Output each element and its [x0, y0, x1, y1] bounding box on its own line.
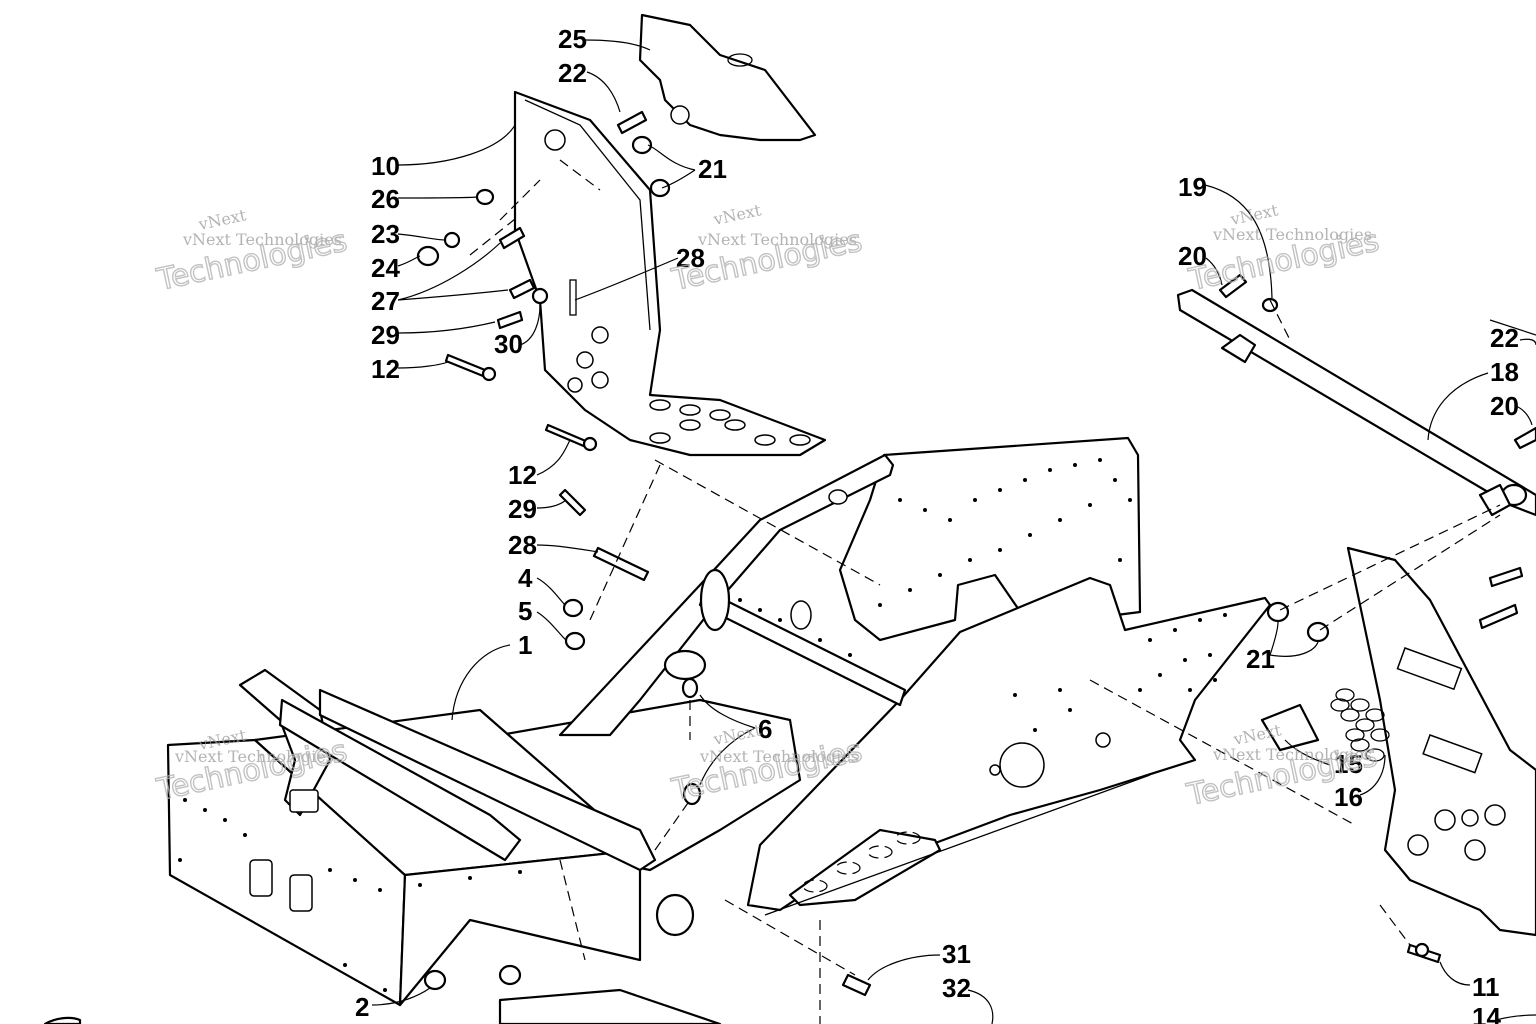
callout-1: 1: [518, 630, 532, 660]
steering-cover: [638, 13, 817, 142]
mesh-screen: [1330, 688, 1390, 762]
callout-12: 12: [371, 354, 400, 384]
callout-14: 14: [1472, 1002, 1501, 1024]
callout-18: 18: [1490, 357, 1519, 387]
callout-25: 25: [558, 24, 587, 54]
callout-labels: 25 22 10 21 26 23 24 28 27 29 30 12 12 2…: [355, 24, 1519, 1024]
callout-23: 23: [371, 219, 400, 249]
callout-4: 4: [518, 563, 533, 593]
callout-28: 28: [676, 243, 705, 273]
assembly-lines: [559, 299, 1501, 1024]
watermark-small: vNext: [711, 200, 763, 229]
watermark-text: vNext Technologies: [697, 230, 857, 249]
callout-10: 10: [371, 151, 400, 181]
callout-21: 21: [1246, 644, 1275, 674]
callout-20: 20: [1490, 391, 1519, 421]
callout-16: 16: [1334, 782, 1363, 812]
callout-32: 32: [942, 973, 971, 1003]
callout-29: 29: [371, 320, 400, 350]
front-support-plate: [1260, 546, 1536, 937]
callout-26: 26: [371, 184, 400, 214]
callout-28: 28: [508, 530, 537, 560]
watermark-text: vNext Technologies: [699, 747, 859, 766]
callout-2: 2: [355, 992, 369, 1022]
main-chassis-frame: [166, 436, 1272, 1007]
callout-11: 11: [1472, 972, 1500, 1002]
watermark-text: vNext Technologies: [1212, 225, 1372, 244]
callout-24: 24: [371, 253, 400, 283]
callout-29: 29: [508, 494, 537, 524]
callout-27: 27: [371, 286, 400, 316]
leader-lines: [371, 39, 1536, 1024]
callout-30: 30: [494, 329, 523, 359]
callout-20: 20: [1178, 241, 1207, 271]
steering-support-bracket: [469, 90, 827, 457]
rivet-pattern: [178, 458, 1227, 992]
watermark-text: vNext Technologies: [174, 747, 334, 766]
watermark-text: vNext Technologies: [1212, 745, 1372, 764]
steering-post: [1176, 288, 1536, 517]
callout-12: 12: [508, 460, 537, 490]
callout-15: 15: [1334, 749, 1363, 779]
callout-21: 21: [698, 154, 727, 184]
partial-ring: [43, 1016, 82, 1024]
callout-6: 6: [758, 714, 772, 744]
callout-19: 19: [1178, 172, 1207, 202]
callout-22: 22: [558, 58, 587, 88]
hardware: [416, 110, 1536, 1024]
callout-5: 5: [518, 596, 532, 626]
watermark-text: vNext Technologies: [182, 230, 342, 249]
callout-31: 31: [942, 939, 971, 969]
callout-22: 22: [1490, 323, 1519, 353]
